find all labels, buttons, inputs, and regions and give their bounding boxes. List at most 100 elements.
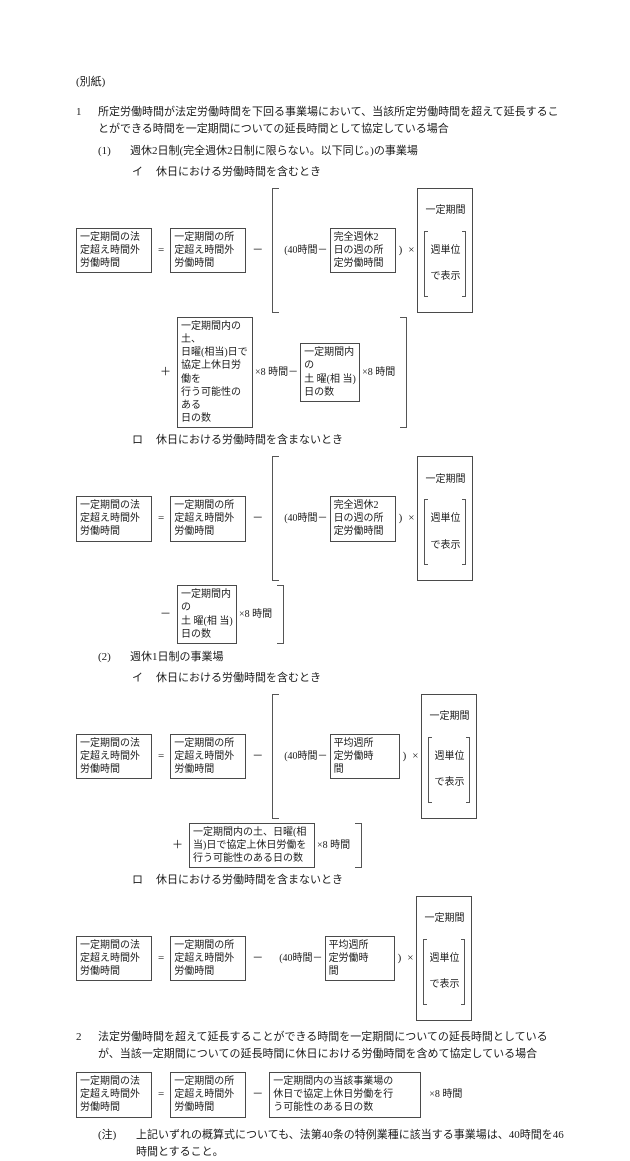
period-unit-line2: で表示 <box>430 271 461 283</box>
bracket-open-icon <box>272 456 280 582</box>
minibracket-open-icon <box>428 736 433 803</box>
operator-times: × <box>408 244 415 257</box>
term-lhs: 一定期間の法 定超え時間外 労働時間 <box>76 496 152 542</box>
case-1-1-i: イ 休日における労働時間を含むとき <box>132 164 568 181</box>
operator-equals: = <box>158 952 165 965</box>
operator-times: × <box>408 512 415 525</box>
section-2: 2 法定労働時間を超えて延長することができる時間を一定期間についての延長時間とし… <box>76 1029 568 1063</box>
subsection-1-2-marker: (2) <box>98 650 111 663</box>
term-period-top: 一定期間 <box>424 913 465 925</box>
footnote: (注) 上記いずれの概算式についても、法第40条の特例業種に該当する事業場は、4… <box>98 1127 568 1161</box>
period-unit-bracket: 週単位 で表示 <box>425 736 473 803</box>
term-x8hours-minus: ×8 時間－ <box>255 366 299 378</box>
operator-minus: － <box>252 749 264 762</box>
term-rhs-shotei: 一定期間の所 定超え時間外 労働時間 <box>170 733 247 780</box>
operator-equals: = <box>158 512 165 525</box>
term-kanzen-shukyu: 完全週休2 日の週の所 定労働時間 <box>329 227 396 274</box>
formula-2: 一定期間の法 定超え時間外 労働時間 = 一定期間の所 定超え時間外 労働時間 … <box>76 456 568 644</box>
term-40hours-open: (40時間－ <box>284 244 328 256</box>
term-heikin-shu: 平均週所 定労働時 間 <box>324 935 395 982</box>
subsection-1-1-text: 週休2日制(完全週休2日制に限らない。以下同じ。)の事業場 <box>130 145 418 158</box>
term-period-top: 一定期間 <box>425 205 466 217</box>
period-unit-line2: で表示 <box>434 777 465 789</box>
term-rhs-shotei: 一定期間の所 定超え時間外 労働時間 <box>170 1072 247 1118</box>
case-1-1-i-text: 休日における労働時間を含むとき <box>156 166 321 179</box>
operator-close-paren: ) <box>402 749 407 762</box>
subsection-1-1-marker: (1) <box>98 145 111 158</box>
formula-3-row-1: 一定期間の法 定超え時間外 労働時間 = 一定期間の所 定超え時間外 労働時間 … <box>76 694 568 819</box>
minibracket-close-icon <box>462 230 467 297</box>
period-unit-line1: 週単位 <box>434 750 465 762</box>
period-unit-line2: で表示 <box>429 979 460 991</box>
formula-5: 一定期間の法 定超え時間外 労働時間 = 一定期間の所 定超え時間外 労働時間 … <box>76 1072 568 1118</box>
period-unit-line1: 週単位 <box>429 953 460 965</box>
case-1-2-ro-marker: ロ <box>132 874 143 887</box>
operator-times: × <box>407 952 414 965</box>
case-1-1-ro: ロ 休日における労働時間を含まないとき <box>132 432 568 449</box>
term-holiday-box: 一定期間内の当該事業場の 休日で協定上休日労働を行 う可能性のある日の数 <box>269 1072 422 1118</box>
term-sat-box: 一定期間内の 土 曜(相 当) 日の数 <box>300 343 361 403</box>
section-1-text: 所定労働時間が法定労働時間を下回る事業場において、当該所定労働時間を超えて延長す… <box>98 106 559 136</box>
operator-plus: ＋ <box>172 838 183 851</box>
operator-equals: = <box>158 749 165 762</box>
case-1-1-ro-text: 休日における労働時間を含まないとき <box>156 434 343 447</box>
formula-1-row-2: ＋ 一定期間内の土、 日曜(相当)日で 協定上休日労働を 行う可能性のある 日の… <box>76 316 568 429</box>
formula-3: 一定期間の法 定超え時間外 労働時間 = 一定期間の所 定超え時間外 労働時間 … <box>76 694 568 869</box>
footnote-text: 上記いずれの概算式についても、法第40条の特例業種に該当する事業場は、40時間を… <box>136 1128 564 1158</box>
formula-4: 一定期間の法 定超え時間外 労働時間 = 一定期間の所 定超え時間外 労働時間 … <box>76 896 568 1021</box>
term-x8hours: ×8 時間 <box>429 1089 463 1101</box>
term-40hours-open: (40時間－ <box>284 513 328 525</box>
term-period-unit: 一定期間 週単位 で表示 <box>416 896 473 1021</box>
term-sat-sun-box: 一定期間内の土、 日曜(相当)日で 協定上休日労働を 行う可能性のある 日の数 <box>177 316 253 429</box>
period-unit-line1: 週単位 <box>430 244 461 256</box>
case-1-1-i-marker: イ <box>132 166 143 179</box>
term-kanzen-shukyu: 完全週休2 日の週の所 定労働時間 <box>329 496 396 542</box>
minibracket-close-icon <box>466 736 471 803</box>
formula-3-row-2: ＋ 一定期間内の土、日曜(相 当)日で協定上休日労働を 行う可能性のある日の数 … <box>76 822 568 869</box>
section-2-text: 法定労働時間を超えて延長することができる時間を一定期間についての延長時間としてい… <box>98 1030 548 1061</box>
operator-close-paren: ) <box>398 512 403 525</box>
formula-1: 一定期間の法 定超え時間外 労働時間 = 一定期間の所 定超え時間外 労働時間 … <box>76 188 568 429</box>
period-unit-lines: 週単位 で表示 <box>428 231 462 297</box>
case-1-2-ro: ロ 休日における労働時間を含まないとき <box>132 872 568 889</box>
term-period-top: 一定期間 <box>429 711 470 723</box>
term-sat-box: 一定期間内の 土 曜(相 当) 日の数 <box>177 585 237 644</box>
period-unit-bracket: 週単位 で表示 <box>421 499 469 565</box>
term-40hours-open: (40時間－ <box>284 750 328 762</box>
operator-times: × <box>412 749 419 762</box>
section-2-number: 2 <box>76 1030 82 1043</box>
case-1-1-ro-marker: ロ <box>132 434 143 447</box>
page-label: (別紙) <box>76 76 106 88</box>
case-1-2-i-text: 休日における労働時間を含むとき <box>156 671 321 684</box>
bracket-close-icon <box>277 585 285 644</box>
formula-2-row-2: － 一定期間内の 土 曜(相 当) 日の数 ×8 時間 <box>76 585 568 644</box>
operator-minus: － <box>252 512 264 525</box>
formula-4-row-1: 一定期間の法 定超え時間外 労働時間 = 一定期間の所 定超え時間外 労働時間 … <box>76 896 568 1021</box>
case-1-2-ro-text: 休日における労働時間を含まないとき <box>156 874 343 887</box>
bracket-close-icon <box>400 316 408 429</box>
bracket-open-icon <box>272 694 280 819</box>
operator-minus: － <box>252 1088 264 1101</box>
operator-minus: － <box>252 952 264 965</box>
subsection-1-1: (1) 週休2日制(完全週休2日制に限らない。以下同じ。)の事業場 <box>98 143 568 160</box>
minibracket-close-icon <box>462 499 467 565</box>
operator-equals: = <box>158 244 165 257</box>
term-lhs: 一定期間の法 定超え時間外 労働時間 <box>76 935 152 982</box>
period-unit-bracket: 週単位 で表示 <box>420 938 468 1005</box>
subsection-1-2-text: 週休1日制の事業場 <box>130 650 224 663</box>
subsection-1-2: (2) 週休1日制の事業場 <box>98 649 568 666</box>
term-40hours-open: (40時間－ <box>279 952 323 964</box>
bracket-close-icon <box>355 822 363 869</box>
period-unit-lines: 週単位 で表示 <box>427 939 461 1005</box>
term-rhs-shotei: 一定期間の所 定超え時間外 労働時間 <box>170 227 247 274</box>
minibracket-open-icon <box>424 499 429 565</box>
operator-close-paren: ) <box>397 952 402 965</box>
term-period-top: 一定期間 <box>425 473 466 485</box>
operator-equals: = <box>158 1088 165 1101</box>
minibracket-open-icon <box>424 230 429 297</box>
term-heikin-shu: 平均週所 定労働時 間 <box>329 733 400 780</box>
term-x8hours: ×8 時間 <box>317 839 351 851</box>
case-1-2-i-marker: イ <box>132 671 143 684</box>
bracket-open-icon <box>272 188 280 313</box>
term-lhs: 一定期間の法 定超え時間外 労働時間 <box>76 1072 152 1118</box>
